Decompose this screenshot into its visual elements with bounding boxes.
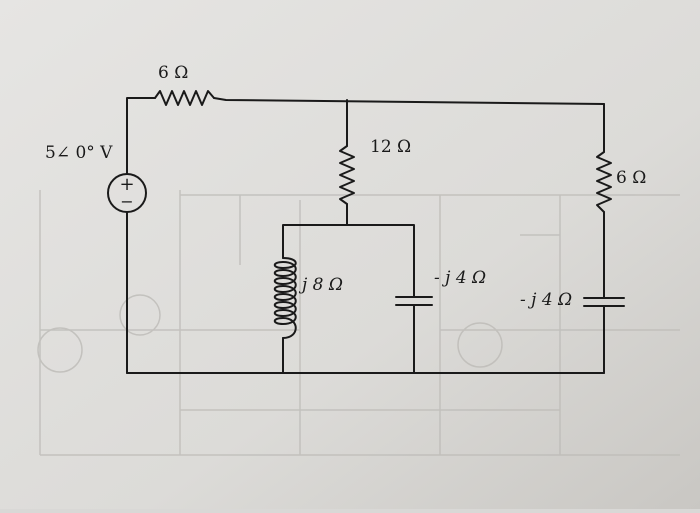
resistor-top-6ohm	[154, 90, 215, 106]
wire-top	[213, 97, 605, 105]
source-plus-sign: +	[119, 174, 134, 195]
resistor-top-label: 6 Ω	[158, 63, 188, 83]
capacitor-mid-label: - j 4 Ω	[434, 268, 486, 288]
resistor-mid-12ohm	[339, 145, 355, 205]
resistor-right-6ohm	[596, 151, 612, 213]
wire-split-top	[282, 224, 415, 291]
capacitor-right-label: - j 4 Ω	[520, 290, 572, 310]
resistor-mid-label: 12 Ω	[370, 137, 411, 157]
source-minus-sign: −	[120, 192, 133, 211]
inductor-label: j 8 Ω	[298, 275, 343, 295]
wire-left-top	[126, 97, 156, 175]
resistor-right-label: 6 Ω	[616, 168, 646, 188]
bleed-through-lines	[37, 190, 680, 456]
voltage-source	[107, 173, 147, 213]
source-voltage-label: 5∠ 0° V	[45, 143, 113, 163]
inductor-coil	[273, 257, 297, 339]
